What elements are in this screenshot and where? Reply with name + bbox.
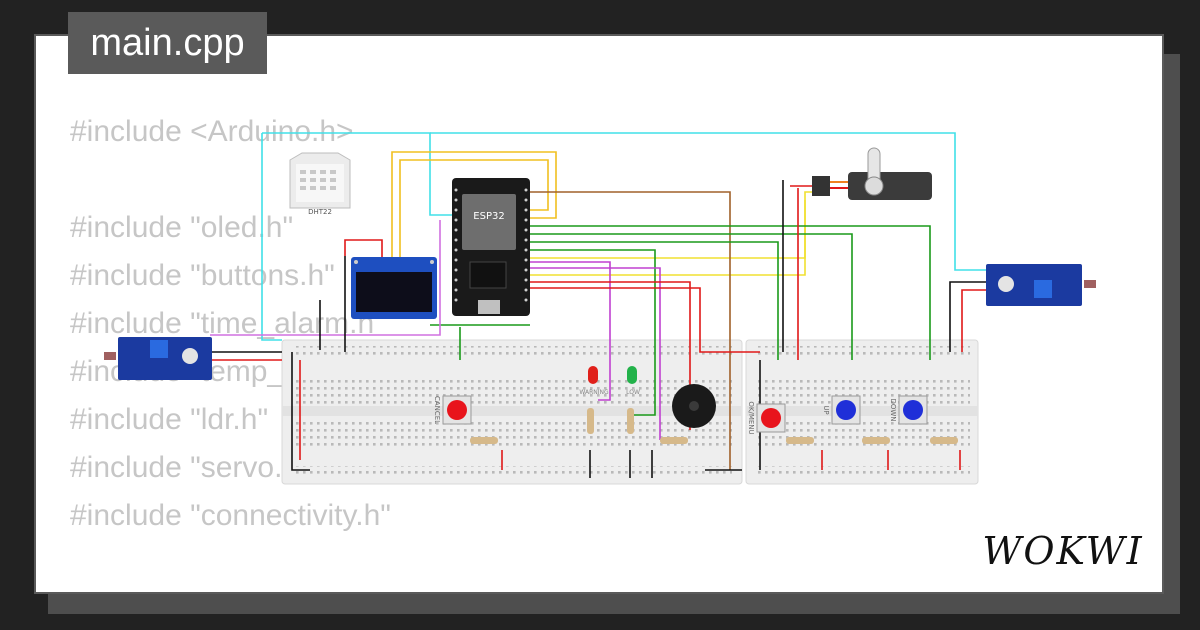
breadboard-right (745, 339, 979, 485)
esp32-label: ESP32 (473, 211, 504, 222)
resistors (470, 408, 958, 444)
button-ok-menu-label: OK/MENU (747, 401, 755, 434)
servo-motor[interactable] (812, 147, 932, 200)
button-cancel-label: CANCEL (433, 396, 441, 424)
buzzer[interactable] (672, 384, 716, 428)
button-ok-menu[interactable]: OK/MENU (747, 401, 786, 435)
oled-display[interactable] (351, 257, 437, 319)
button-down-label: DOWN (889, 398, 897, 421)
led-low-body (627, 366, 637, 384)
led-low[interactable]: LOW (626, 366, 640, 396)
wires (210, 132, 990, 478)
code-line: #include <Arduino.h> (70, 115, 354, 148)
breadboard-left (281, 339, 743, 485)
wokwi-logo-text: WOKWI (982, 529, 1143, 573)
code-line: #include "connectivity.h" (70, 499, 391, 532)
led-warning[interactable]: WARNING (579, 366, 609, 396)
button-down-cap[interactable] (903, 400, 923, 420)
dht-label: DHT22 (308, 208, 332, 216)
code-line: #include "oled.h" (70, 211, 294, 244)
code-line: #include "servo.h" (70, 451, 310, 484)
led-warning-body (588, 366, 598, 384)
dht22-sensor[interactable]: DHT22 (289, 152, 351, 216)
button-up-label: UP (822, 405, 830, 414)
esp32-board[interactable]: ESP32 (452, 178, 530, 316)
button-down[interactable]: DOWN (889, 395, 928, 425)
code-line: #include "ldr.h" (70, 403, 269, 436)
button-up[interactable]: UP (822, 395, 861, 425)
button-ok-menu-cap[interactable] (761, 408, 781, 428)
ldr-module-left[interactable] (104, 337, 212, 380)
button-up-cap[interactable] (836, 400, 856, 420)
led-warning-label: WARNING (579, 389, 609, 396)
project-card[interactable]: #include <Arduino.h> #include "oled.h" #… (34, 34, 1164, 594)
button-cancel[interactable]: CANCEL (433, 395, 472, 425)
wokwi-logo: WOKWI (982, 529, 1143, 573)
button-cancel-cap[interactable] (447, 400, 467, 420)
led-low-label: LOW (626, 389, 640, 396)
file-tab[interactable]: main.cpp (68, 12, 267, 74)
ldr-module-right[interactable] (986, 264, 1096, 306)
code-preview: #include <Arduino.h> #include "oled.h" #… (70, 108, 429, 540)
